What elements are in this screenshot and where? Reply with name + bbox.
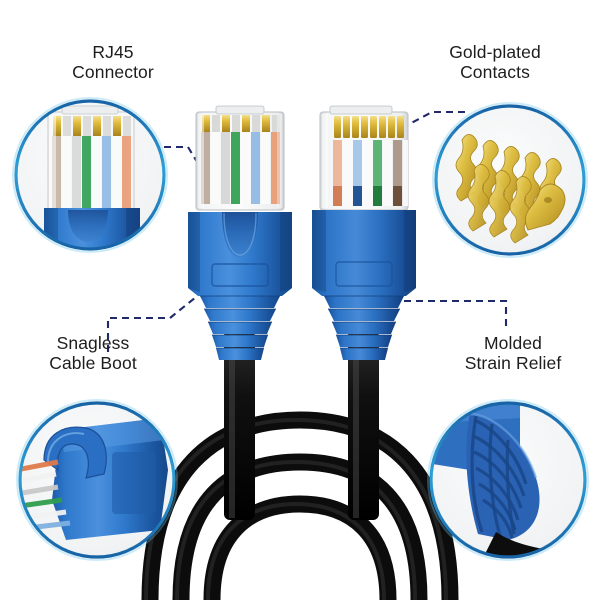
callout-circle-rj45-connector — [12, 97, 168, 253]
leader-line-strain — [404, 299, 508, 330]
left-plug-wires — [201, 132, 280, 204]
gold-contact-pin-row — [455, 134, 566, 244]
cable-straight-runs — [224, 330, 379, 520]
connector-left — [188, 105, 292, 360]
left-boot-latch-guard — [222, 212, 258, 258]
left-plug-contacts — [202, 115, 280, 132]
right-plug-wires — [333, 140, 408, 206]
connector-right — [312, 105, 416, 360]
latch-guard-hood — [43, 426, 107, 479]
callout-circle-snagless-cable-boot — [16, 399, 178, 561]
callout-circle-gold-plated-contacts — [432, 102, 588, 258]
right-strain-relief — [324, 295, 404, 360]
right-plug-gold-contacts — [334, 116, 404, 138]
right-boot — [312, 210, 416, 296]
strain-relief-ribs — [466, 412, 540, 540]
callout-label-snagless-cable-boot: Snagless Cable Boot — [49, 333, 137, 374]
left-strain-relief — [200, 295, 280, 360]
cable-loops — [141, 411, 459, 600]
callout-label-molded-strain-relief: Molded Strain Relief — [464, 333, 562, 374]
callout-label-gold-plated-contacts: Gold-plated Contacts — [449, 42, 541, 83]
callout-label-rj45-connector: RJ45 Connector — [72, 42, 154, 83]
callout-circle-molded-strain-relief — [427, 399, 589, 561]
